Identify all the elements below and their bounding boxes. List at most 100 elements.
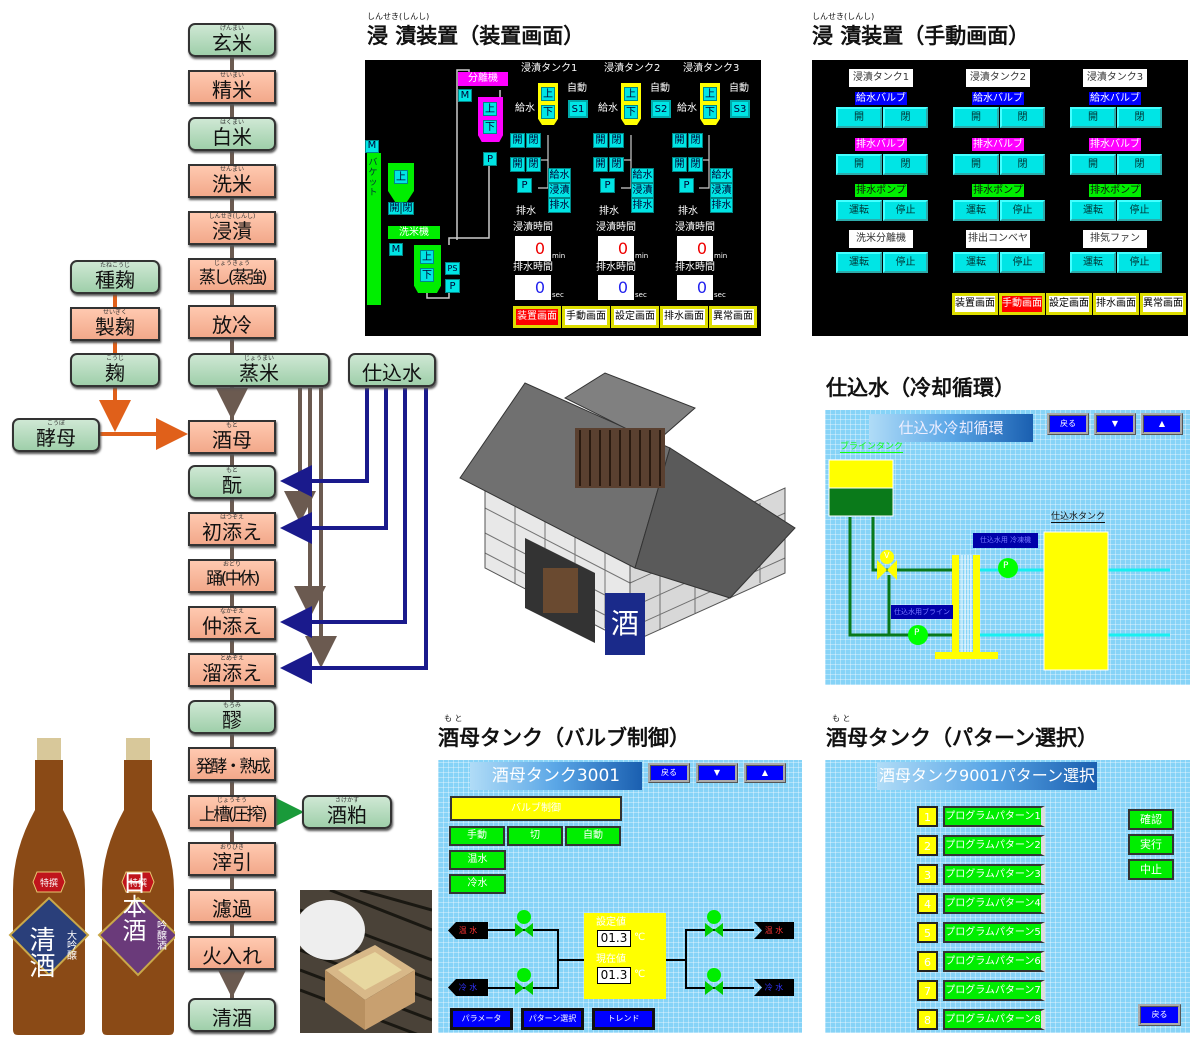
valve-open[interactable]: 開	[510, 133, 525, 148]
valve-close[interactable]: 閉	[688, 157, 703, 172]
supply-valve-open[interactable]: 開	[953, 107, 999, 128]
scroll-down-button[interactable]: ▼	[1094, 413, 1136, 435]
pattern-button[interactable]: プログラムパターン1	[943, 806, 1045, 827]
soak-time-value[interactable]: 0	[677, 236, 713, 261]
drain-valve-open[interactable]: 開	[953, 154, 999, 175]
pump-button[interactable]: P	[483, 152, 497, 166]
valve-open[interactable]: 開	[672, 133, 687, 148]
valve-close[interactable]: 閉	[609, 133, 624, 148]
nav-button[interactable]: 手動画面	[999, 293, 1045, 315]
tank-up[interactable]: 上	[541, 87, 555, 101]
supply-valve-close[interactable]: 閉	[883, 107, 928, 128]
pattern-button[interactable]: プログラムパターン2	[943, 835, 1045, 856]
valve-close[interactable]: 閉	[688, 133, 703, 148]
tank-down[interactable]: 下	[624, 105, 638, 119]
back-button[interactable]: 戻る	[648, 763, 690, 783]
soak-time-value[interactable]: 0	[598, 236, 634, 261]
nav-button[interactable]: 排水画面	[1093, 293, 1139, 315]
supply-valve-close[interactable]: 閉	[1000, 107, 1045, 128]
supply-valve-open[interactable]: 開	[1070, 107, 1116, 128]
auto-switch[interactable]: S3	[730, 100, 750, 118]
supply-valve-open[interactable]: 開	[836, 107, 882, 128]
pump-run[interactable]: 運転	[1070, 200, 1116, 221]
wash-tank-up[interactable]: 上	[420, 250, 434, 264]
drain-time-value[interactable]: 0	[598, 275, 634, 300]
stop-button[interactable]: 中止	[1128, 859, 1174, 880]
pattern-button[interactable]: プログラムパターン6	[943, 951, 1045, 972]
setpoint-value[interactable]: 01.3	[597, 930, 631, 947]
supply-valve-close[interactable]: 閉	[1117, 107, 1162, 128]
pattern-button[interactable]: プログラムパターン5	[943, 922, 1045, 943]
pump-stop[interactable]: 停止	[1000, 200, 1045, 221]
wash-tank-down[interactable]: 下	[420, 268, 434, 282]
drain-time-value[interactable]: 0	[515, 275, 551, 300]
nav-button[interactable]: 設定画面	[611, 306, 659, 328]
hopper-up[interactable]: 上	[394, 170, 408, 184]
tank-down[interactable]: 下	[703, 105, 717, 119]
trend-button[interactable]: トレンド	[592, 1008, 655, 1030]
valve-open[interactable]: 開	[593, 157, 608, 172]
nav-button[interactable]: 装置画面	[513, 306, 561, 328]
nav-button[interactable]: 手動画面	[562, 306, 610, 328]
valve-close[interactable]: 閉	[609, 157, 624, 172]
confirm-button[interactable]: 確認	[1128, 809, 1174, 830]
pump-run[interactable]: 運転	[953, 200, 999, 221]
drain-valve-close[interactable]: 閉	[1000, 154, 1045, 175]
cold-water-button[interactable]: 冷水	[449, 874, 506, 894]
pump-button[interactable]: P	[517, 178, 532, 193]
pump-stop[interactable]: 停止	[883, 200, 928, 221]
pump-run[interactable]: 運転	[836, 200, 882, 221]
device-run[interactable]: 運転	[953, 252, 999, 273]
tank-up[interactable]: 上	[703, 87, 717, 101]
pattern-button[interactable]: プログラムパターン3	[943, 864, 1045, 885]
tank-up[interactable]: 上	[624, 87, 638, 101]
hopper-close[interactable]: 閉	[401, 202, 414, 215]
execute-button[interactable]: 実行	[1128, 834, 1174, 855]
pump-stop[interactable]: 停止	[1117, 200, 1162, 221]
separator-up[interactable]: 上	[483, 102, 497, 116]
parameter-button[interactable]: パラメータ	[450, 1008, 513, 1030]
valve-open[interactable]: 開	[593, 133, 608, 148]
nav-button[interactable]: 設定画面	[1046, 293, 1092, 315]
device-stop[interactable]: 停止	[883, 252, 928, 273]
nav-button[interactable]: 異常画面	[1140, 293, 1186, 315]
pump-button[interactable]: P	[445, 279, 460, 293]
valve-close[interactable]: 閉	[526, 133, 541, 148]
back-button[interactable]: 戻る	[1047, 413, 1089, 435]
nav-button[interactable]: 装置画面	[952, 293, 998, 315]
scroll-up-button[interactable]: ▲	[744, 763, 786, 783]
drain-valve-open[interactable]: 開	[836, 154, 882, 175]
device-run[interactable]: 運転	[836, 252, 882, 273]
hopper-open[interactable]: 開	[388, 202, 401, 215]
scroll-up-button[interactable]: ▲	[1141, 413, 1183, 435]
hot-water-button[interactable]: 温水	[449, 850, 506, 870]
mode-button[interactable]: 切	[507, 826, 563, 846]
nav-button[interactable]: 異常画面	[709, 306, 757, 328]
nav-button[interactable]: 排水画面	[660, 306, 708, 328]
scroll-down-button[interactable]: ▼	[696, 763, 738, 783]
device-run[interactable]: 運転	[1070, 252, 1116, 273]
device-stop[interactable]: 停止	[1000, 252, 1045, 273]
drain-time-value[interactable]: 0	[677, 275, 713, 300]
separator-down[interactable]: 下	[483, 120, 497, 134]
auto-switch[interactable]: S2	[651, 100, 671, 118]
pattern-button[interactable]: プログラムパターン7	[943, 980, 1045, 1001]
tank-down[interactable]: 下	[541, 105, 555, 119]
pump-button[interactable]: P	[600, 178, 615, 193]
drain-valve-close[interactable]: 閉	[883, 154, 928, 175]
device-stop[interactable]: 停止	[1117, 252, 1162, 273]
drain-valve-open[interactable]: 開	[1070, 154, 1116, 175]
mode-button[interactable]: 自動	[565, 826, 621, 846]
valve-close[interactable]: 閉	[526, 157, 541, 172]
drain-valve-close[interactable]: 閉	[1117, 154, 1162, 175]
pattern-select-button[interactable]: パターン選択	[521, 1008, 584, 1030]
back-button[interactable]: 戻る	[1138, 1004, 1181, 1026]
pattern-button[interactable]: プログラムパターン8	[943, 1009, 1045, 1030]
soak-time-value[interactable]: 0	[515, 236, 551, 261]
pattern-button[interactable]: プログラムパターン4	[943, 893, 1045, 914]
auto-switch[interactable]: S1	[568, 100, 588, 118]
valve-open[interactable]: 開	[510, 157, 525, 172]
mode-button[interactable]: 手動	[449, 826, 505, 846]
valve-open[interactable]: 開	[672, 157, 687, 172]
pump-button[interactable]: P	[679, 178, 694, 193]
